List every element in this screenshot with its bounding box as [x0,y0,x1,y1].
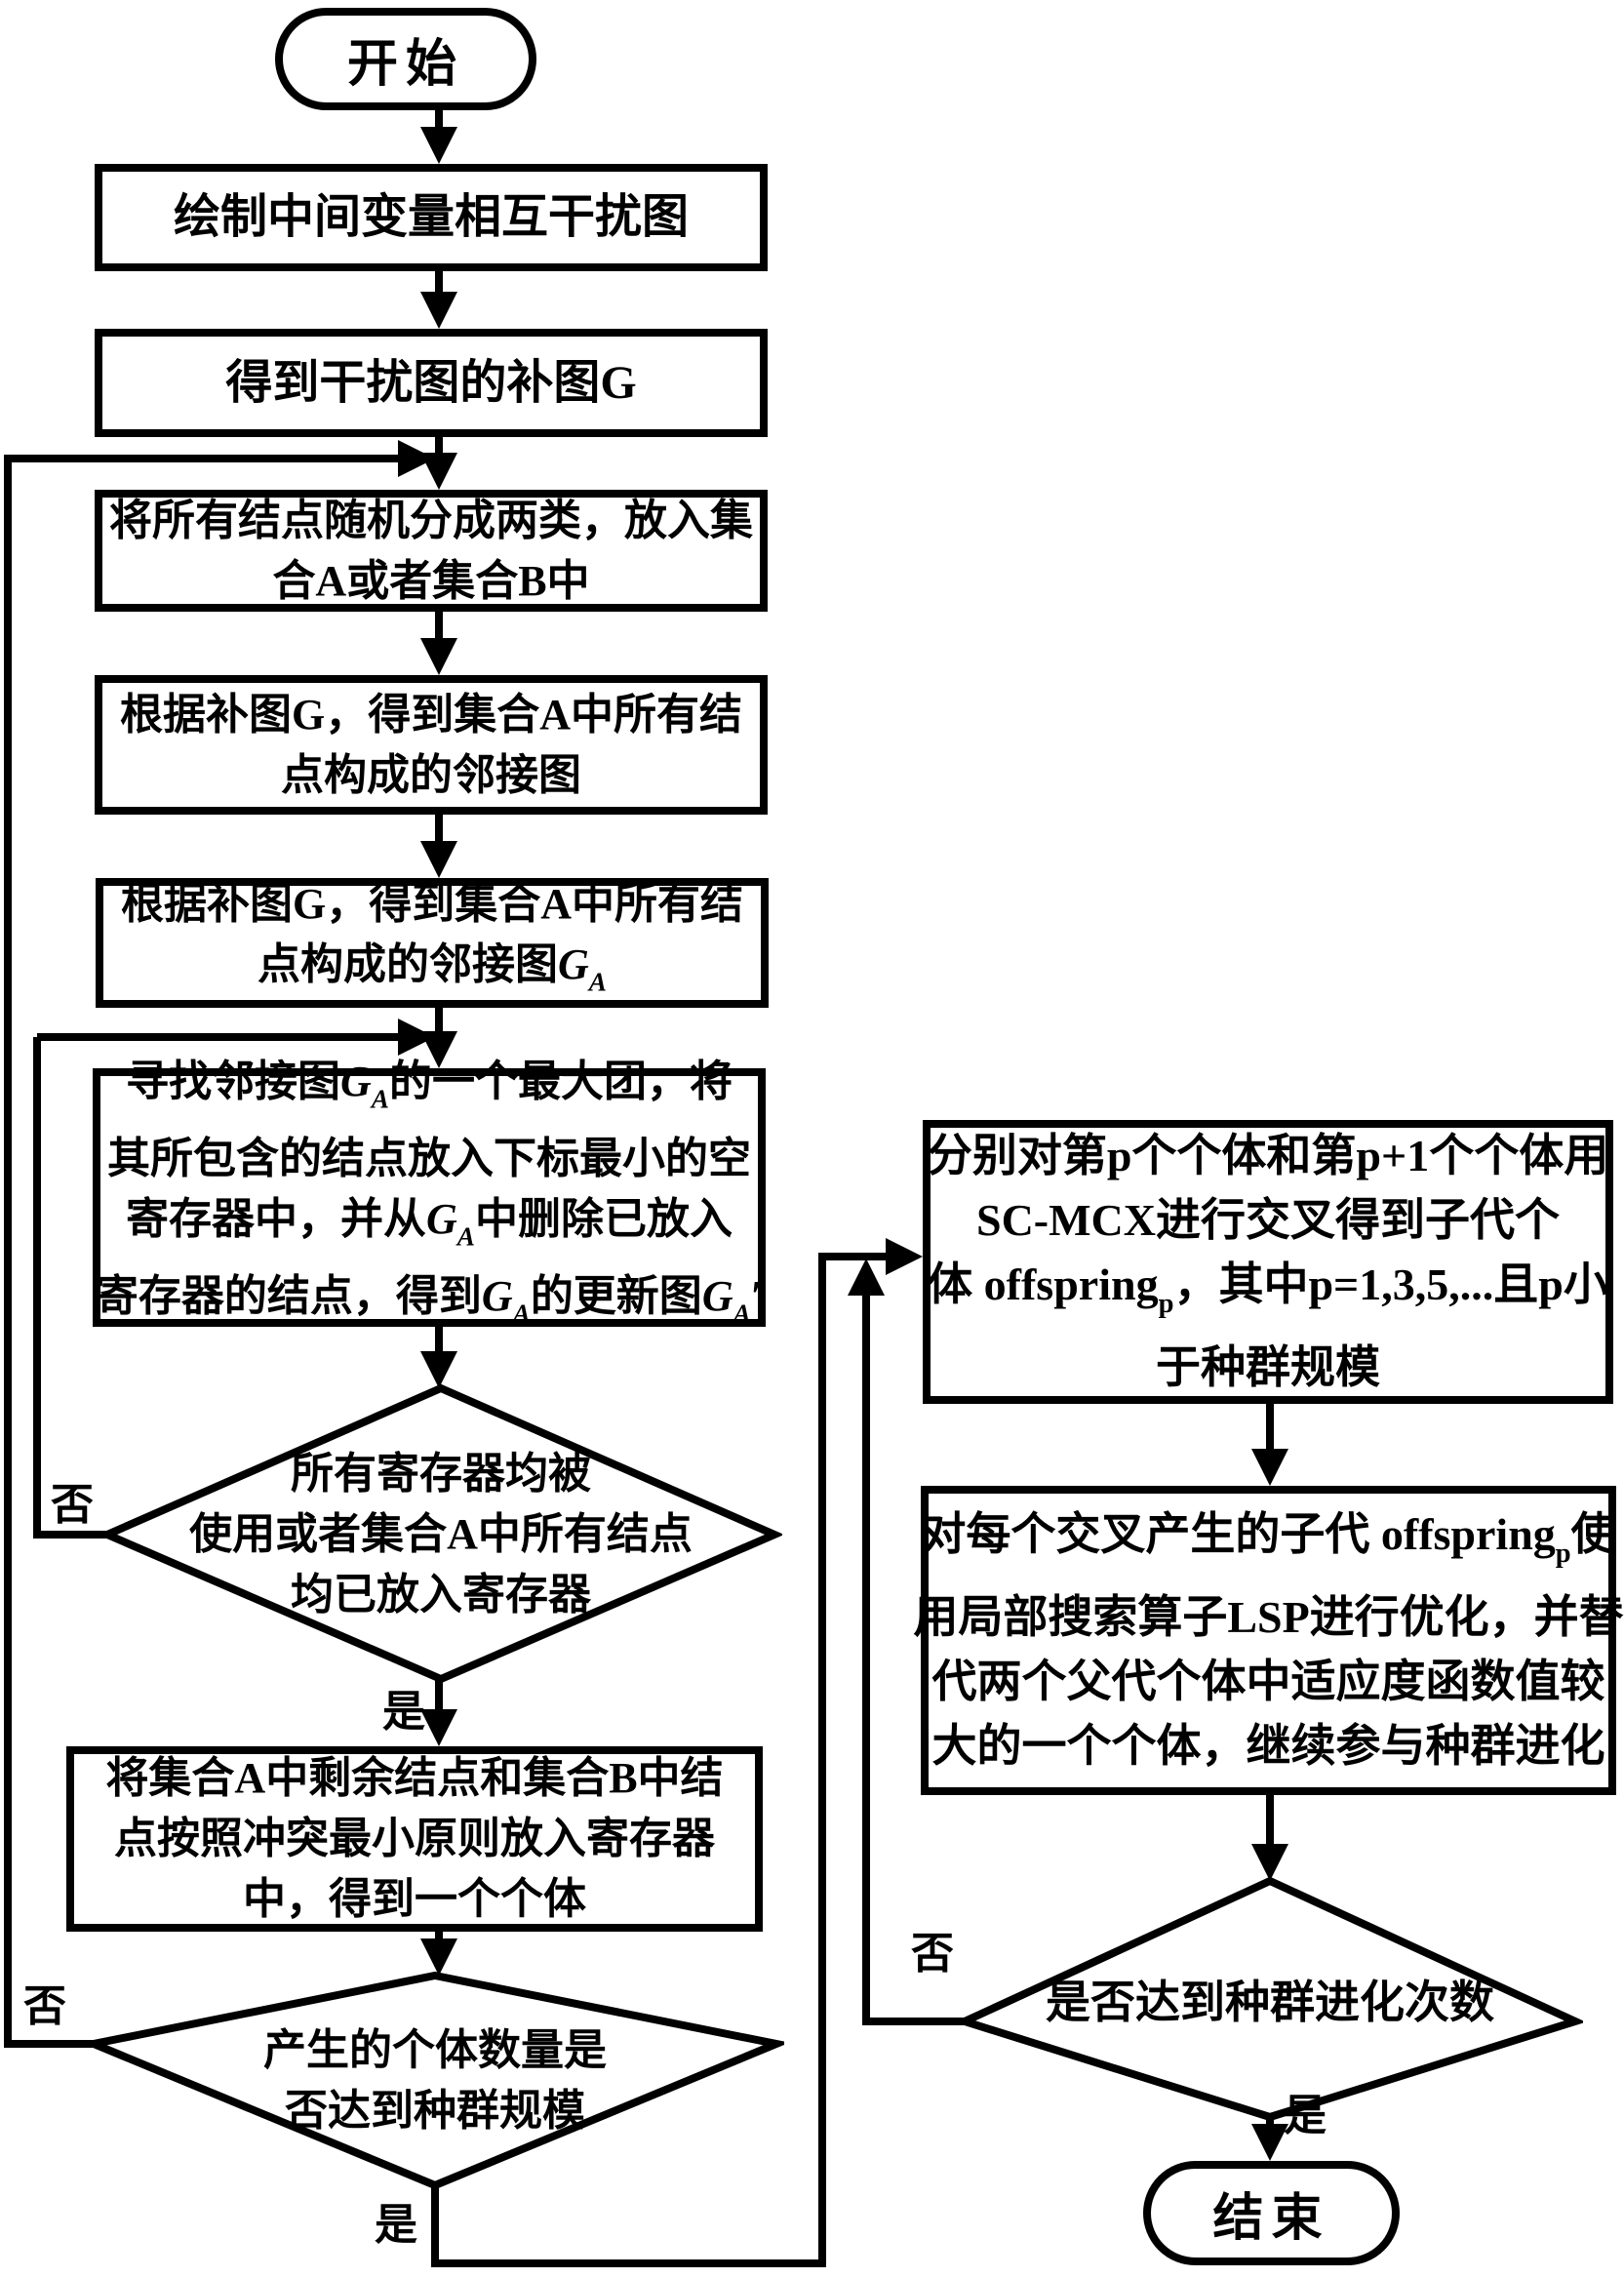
arrowhead-down-icon [420,1031,457,1068]
loop-line-outer [4,455,12,2048]
end-terminator: 结束 [1143,2161,1400,2265]
arrowhead-right-icon [886,1238,923,1275]
arrowhead-down-icon [420,638,457,675]
decision-evolution-count-reached: 是否达到种群进化次数 [957,1873,1583,2125]
connector-line [431,2259,826,2267]
arrowhead-down-icon [420,1938,457,1976]
arrowhead-down-icon [1251,1449,1288,1486]
connector-line [435,1679,443,1713]
process-remaining-nodes-min-conflict: 将集合A中剩余结点和集合B中结点按照冲突最小原则放入寄存器中，得到一个个体 [66,1746,763,1932]
arrowhead-down-icon [1251,1844,1288,1881]
arrowhead-up-icon [848,1259,885,1296]
process-complement-graph: 得到干扰图的补图G [95,329,768,437]
yes-label: 是 [1284,2094,1327,2138]
arrowhead-down-icon [420,292,457,329]
yes-label: 是 [382,1690,425,1735]
connector-line [431,2185,439,2267]
decision-3-text: 是否达到种群进化次数 [957,1873,1583,2125]
connector-line [1266,1795,1274,1846]
arrowhead-down-icon [420,1351,457,1388]
loop-line-inner [37,1033,400,1041]
decision-population-size-reached: 产生的个体数量是否达到种群规模 [86,1968,784,2193]
start-terminator: 开始 [275,8,536,110]
no-branch-line [862,2018,965,2025]
process-max-clique-assign-registers: 寻找邻接图GA的一个最大团，将其所包含的结点放入下标最小的空寄存器中，并从GA中… [93,1068,766,1327]
connector-line [818,1253,826,2267]
connector-line [1266,1404,1274,1449]
loop-line-inner [33,1037,41,1539]
decision-registers-used-or-nodes-placed: 所有寄存器均被使用或者集合A中所有结点均已放入寄存器 [99,1380,782,1689]
arrowhead-down-icon [420,127,457,164]
arrowhead-down-icon [420,841,457,878]
end-label: 结束 [1212,2177,1329,2250]
loop-line-outer [8,455,400,462]
no-label: 否 [911,1932,954,1977]
process-lsp-local-search: 对每个交叉产生的子代 offspringp使用局部搜索算子LSP进行优化，并替代… [921,1486,1616,1795]
loop-line-right [862,1294,870,2025]
process-adjacency-graph: 根据补图G，得到集合A中所有结点构成的邻接图 [95,675,768,815]
decision-2-text: 产生的个体数量是否达到种群规模 [86,1968,784,2193]
arrowhead-down-icon [420,1709,457,1746]
process-sc-mcx-crossover: 分别对第p个个体和第p+1个个体用SC-MCX进行交叉得到子代个体 offspr… [923,1120,1613,1404]
arrowhead-down-icon [420,453,457,490]
no-label: 否 [23,1984,66,2029]
process-draw-interference-graph: 绘制中间变量相互干扰图 [95,164,768,271]
process-adjacency-graph-ga: 根据补图G，得到集合A中所有结点构成的邻接图GA [96,878,769,1008]
no-branch-line [8,2040,96,2048]
process-random-partition: 将所有结点随机分成两类，放入集合A或者集合B中 [95,490,768,612]
no-branch-line [37,1531,109,1539]
yes-label: 是 [375,2203,417,2248]
decision-1-text: 所有寄存器均被使用或者集合A中所有结点均已放入寄存器 [99,1380,782,1689]
start-label: 开始 [347,22,464,96]
no-label: 否 [51,1483,94,1528]
